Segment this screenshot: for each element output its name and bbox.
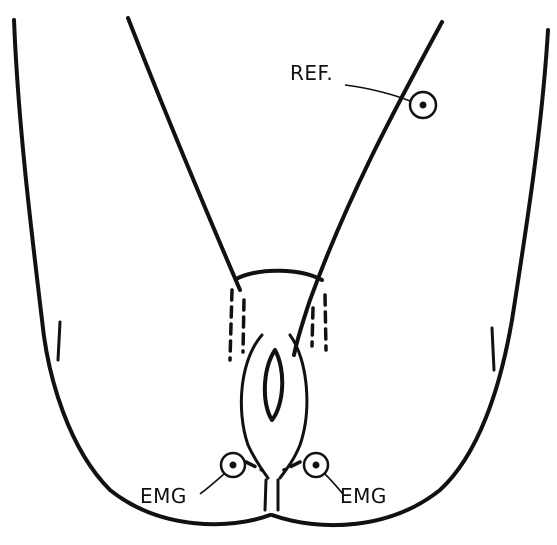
right-emg-electrode [304, 453, 328, 477]
right-dashed-contour [325, 295, 326, 350]
right-emg-label: EMG [340, 484, 387, 508]
left-emg-leader-line [200, 474, 224, 494]
left-outer-notch [58, 322, 60, 360]
right-dashed-contour-inner [312, 308, 313, 346]
left-inner-thigh-line [128, 18, 240, 290]
right-outer-notch [492, 328, 494, 370]
left-emg-label: EMG [140, 484, 187, 508]
left-dashed-contour [230, 290, 232, 360]
left-labium [241, 335, 268, 478]
pubic-arc [238, 271, 322, 280]
vaginal-opening [265, 350, 282, 420]
ref-electrode [410, 92, 436, 118]
ref-label: REF. [290, 61, 333, 85]
left-perineal-line [265, 480, 266, 510]
left-dashed-contour-inner [243, 300, 244, 352]
left-emg-electrode [221, 453, 245, 477]
